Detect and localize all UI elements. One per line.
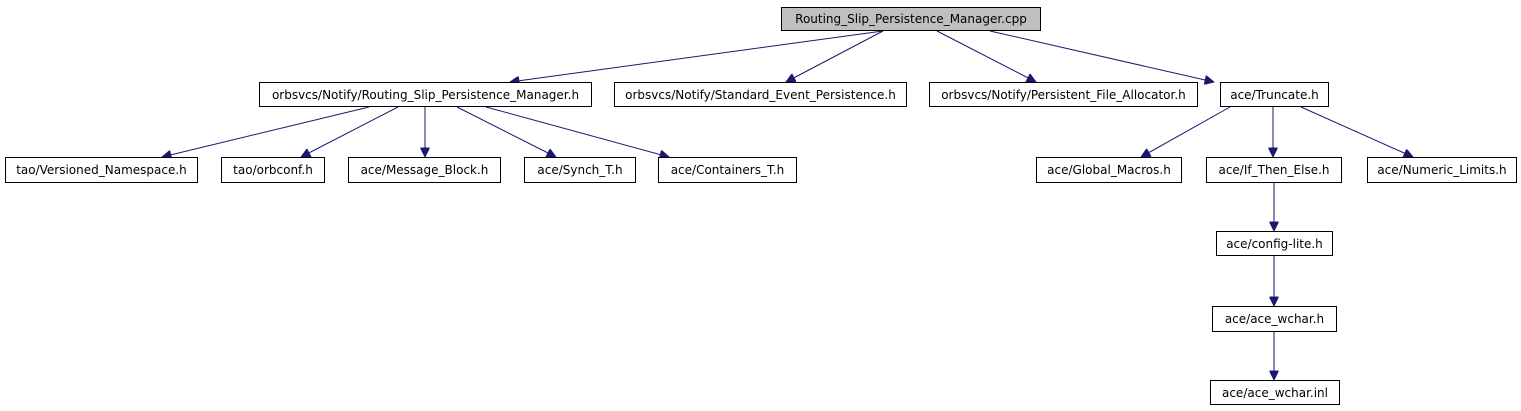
node-ace-wchar-inl[interactable]: ace/ace_wchar.inl: [1210, 380, 1340, 405]
node-config-lite-h[interactable]: ace/config-lite.h: [1216, 231, 1333, 256]
node-routing-slip-persistence-manager-h[interactable]: orbsvcs/Notify/Routing_Slip_Persistence_…: [259, 82, 592, 107]
node-truncate-h[interactable]: ace/Truncate.h: [1220, 82, 1329, 107]
node-message-block-h[interactable]: ace/Message_Block.h: [348, 157, 501, 183]
node-orbconf-h[interactable]: tao/orbconf.h: [221, 157, 325, 183]
edge-root-to-pfa_h: [936, 30, 1036, 82]
edge-rspm_h-to-vns_h: [162, 106, 370, 157]
node-containers-t-h[interactable]: ace/Containers_T.h: [658, 157, 797, 183]
node-global-macros-h[interactable]: ace/Global_Macros.h: [1036, 157, 1182, 183]
edge-rspm_h-to-orbconf_h: [301, 106, 399, 157]
node-routing-slip-persistence-manager-cpp: Routing_Slip_Persistence_Manager.cpp: [781, 7, 1041, 31]
node-standard-event-persistence-h[interactable]: orbsvcs/Notify/Standard_Event_Persistenc…: [614, 82, 907, 107]
edge-rspm_h-to-containers_h: [485, 106, 669, 157]
node-ace-wchar-h[interactable]: ace/ace_wchar.h: [1212, 306, 1337, 332]
edge-truncate_h-to-globalmacros_h: [1141, 106, 1231, 157]
edge-truncate_h-to-numericlimits_h: [1300, 106, 1413, 157]
node-if-then-else-h[interactable]: ace/If_Then_Else.h: [1206, 157, 1342, 183]
node-versioned-namespace-h[interactable]: tao/Versioned_Namespace.h: [5, 157, 198, 183]
node-persistent-file-allocator-h[interactable]: orbsvcs/Notify/Persistent_File_Allocator…: [929, 82, 1198, 107]
edge-root-to-rspm_h: [510, 30, 884, 82]
node-numeric-limits-h[interactable]: ace/Numeric_Limits.h: [1367, 157, 1517, 183]
edge-root-to-sep_h: [786, 30, 884, 82]
edge-rspm_h-to-synch_h: [456, 106, 556, 157]
node-synch-t-h[interactable]: ace/Synch_T.h: [524, 157, 636, 183]
edge-root-to-truncate_h: [989, 30, 1214, 82]
